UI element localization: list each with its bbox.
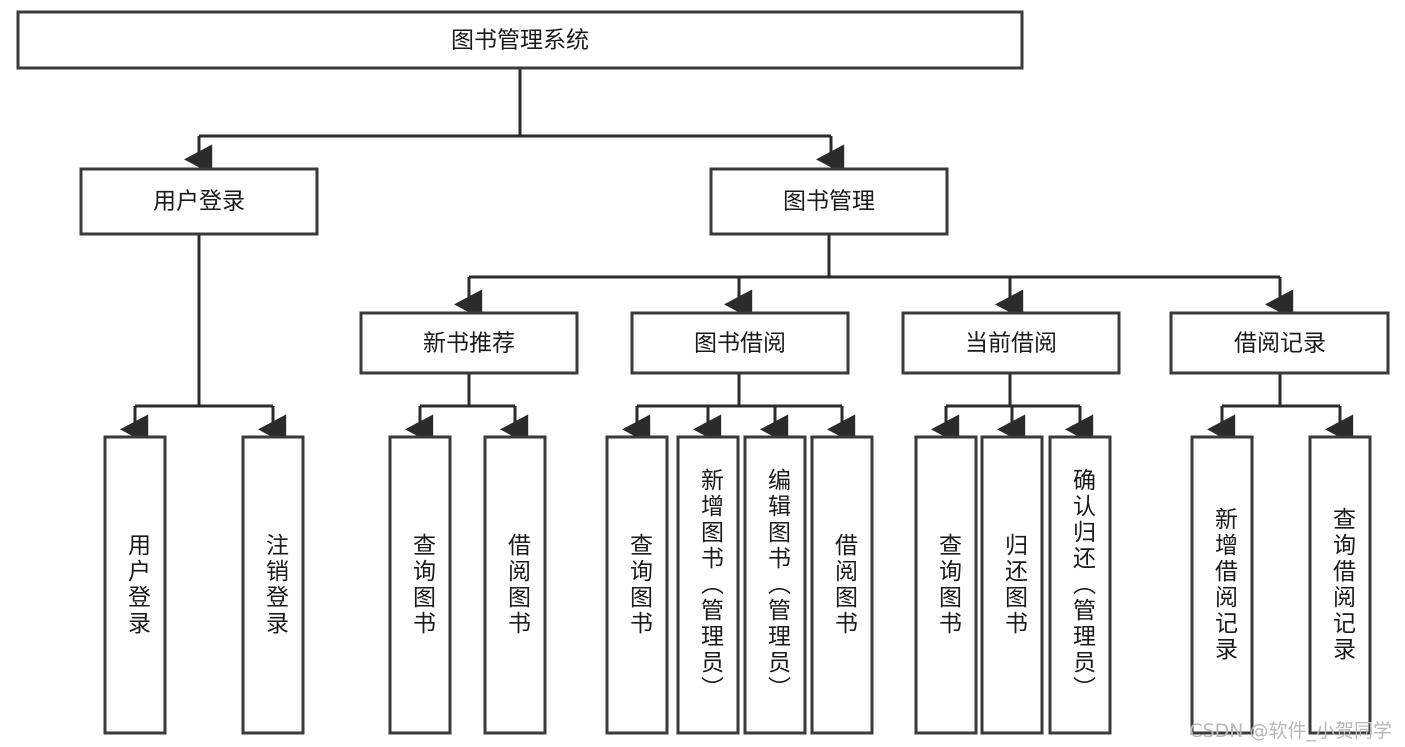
node-book-management-label: 图书管理 (783, 189, 875, 215)
leaf-book-borrow-borrow[interactable]: 借阅图书 (810, 435, 874, 735)
node-new-book-recommend-label: 新书推荐 (423, 331, 515, 357)
node-root-system-label: 图书管理系统 (451, 28, 589, 54)
leaf-user-login-logout-label: 注销登录 (262, 533, 290, 637)
leaf-new-book-borrow-label: 借阅图书 (504, 533, 532, 637)
node-new-book-recommend[interactable]: 新书推荐 (359, 311, 579, 375)
leaf-book-borrow-add[interactable]: 新增图书（管理员） (676, 435, 740, 735)
leaf-book-borrow-edit-label: 编辑图书（管理员） (764, 468, 792, 702)
leaf-borrow-record-query-label: 查询借阅记录 (1329, 507, 1357, 663)
node-borrow-record[interactable]: 借阅记录 (1169, 311, 1390, 375)
connector-book-management-to-level3 (454, 234, 1294, 320)
node-current-borrow[interactable]: 当前借阅 (901, 311, 1121, 375)
connector-root-to-level2 (184, 68, 845, 175)
connector-borrow-record-to-leaves (1207, 373, 1354, 445)
leaf-new-book-borrow[interactable]: 借阅图书 (483, 435, 547, 735)
node-book-management[interactable]: 图书管理 (709, 167, 949, 236)
leaf-current-borrow-return-label: 归还图书 (1001, 533, 1029, 637)
leaf-borrow-record-add[interactable]: 新增借阅记录 (1190, 435, 1254, 735)
node-current-borrow-label: 当前借阅 (965, 331, 1057, 357)
leaf-book-borrow-edit[interactable]: 编辑图书（管理员） (743, 435, 807, 735)
node-borrow-record-label: 借阅记录 (1234, 331, 1326, 357)
leaf-book-borrow-query[interactable]: 查询图书 (605, 435, 669, 735)
leaf-new-book-query[interactable]: 查询图书 (388, 435, 452, 735)
leaf-new-book-query-label: 查询图书 (409, 533, 437, 637)
leaf-user-login-logout[interactable]: 注销登录 (241, 435, 305, 735)
leaf-borrow-record-add-label: 新增借阅记录 (1211, 507, 1239, 663)
leaf-user-login-login-label: 用户登录 (124, 533, 152, 637)
node-user-login[interactable]: 用户登录 (79, 167, 319, 236)
connector-user-login-to-leaves (120, 234, 287, 445)
leaf-current-borrow-confirm[interactable]: 确认归还（管理员） (1048, 435, 1112, 735)
leaf-current-borrow-return[interactable]: 归还图书 (980, 435, 1044, 735)
connector-book-borrow-to-leaves (622, 373, 856, 445)
node-root-system[interactable]: 图书管理系统 (16, 10, 1024, 70)
leaf-book-borrow-query-label: 查询图书 (626, 533, 654, 637)
leaf-user-login-login[interactable]: 用户登录 (103, 435, 167, 735)
connector-current-borrow-to-leaves (931, 373, 1094, 445)
leaf-book-borrow-add-label: 新增图书（管理员） (697, 468, 725, 702)
leaf-current-borrow-confirm-label: 确认归还（管理员） (1069, 468, 1097, 702)
leaf-current-borrow-query-label: 查询图书 (935, 533, 963, 637)
connector-new-book-to-leaves (405, 373, 529, 445)
node-book-borrow[interactable]: 图书借阅 (630, 311, 850, 375)
leaf-current-borrow-query[interactable]: 查询图书 (914, 435, 978, 735)
node-user-login-label: 用户登录 (153, 189, 245, 215)
leaf-borrow-record-query[interactable]: 查询借阅记录 (1308, 435, 1372, 735)
leaf-book-borrow-borrow-label: 借阅图书 (831, 533, 859, 637)
node-book-borrow-label: 图书借阅 (694, 331, 786, 357)
